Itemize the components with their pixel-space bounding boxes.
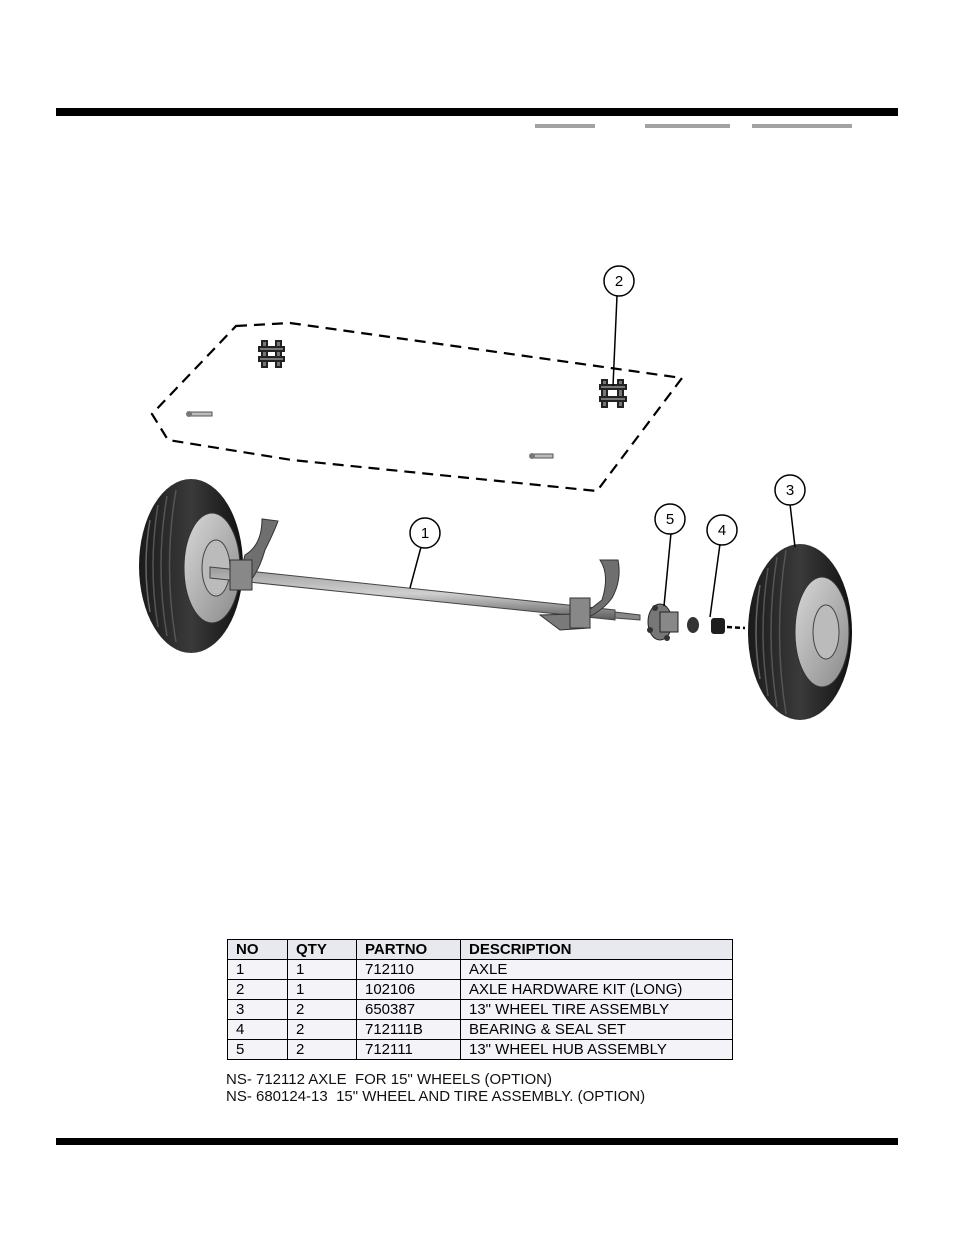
header-partno: PARTNO (356, 939, 461, 960)
callout-3 (774, 474, 806, 506)
callout-5 (654, 503, 686, 535)
cell-qty: 1 (287, 979, 357, 1000)
table-row: 5 2 712111 13" WHEEL HUB ASSEMBLY (227, 1039, 733, 1060)
callout-4 (706, 514, 738, 546)
cell-description: 13" WHEEL TIRE ASSEMBLY (460, 999, 733, 1020)
right-leaf-spring (569, 559, 620, 626)
left-tire (139, 479, 243, 653)
table-header-row: NO QTY PARTNO DESCRIPTION (227, 939, 733, 960)
frame-bolt (186, 411, 213, 417)
callout-5-label: 5 (666, 511, 674, 528)
header-no: NO (227, 939, 288, 960)
option-note-wheel: NS- 680124-13 15" WHEEL AND TIRE ASSEMBL… (226, 1088, 646, 1105)
cell-partno: 712111 (356, 1039, 461, 1060)
right-tire (748, 544, 852, 720)
cell-partno: 102106 (356, 979, 461, 1000)
hanger-bracket (599, 379, 627, 408)
faint-header-mark (645, 124, 730, 128)
top-rule (56, 108, 898, 116)
callout-4-label: 4 (718, 522, 726, 539)
option-note-axle: NS- 712112 AXLE FOR 15" WHEELS (OPTION) (226, 1071, 552, 1088)
header-description: DESCRIPTION (460, 939, 733, 960)
axle-tube (209, 566, 616, 621)
cell-qty: 2 (287, 1039, 357, 1060)
trailer-frame-outline (150, 321, 685, 493)
faint-header-mark (535, 124, 595, 128)
cell-partno: 712111B (356, 1019, 461, 1040)
table-row: 2 1 102106 AXLE HARDWARE KIT (LONG) (227, 979, 733, 1000)
wheel-hub (647, 603, 679, 641)
bearing-seal-set (687, 617, 746, 634)
cell-description: AXLE HARDWARE KIT (LONG) (460, 979, 733, 1000)
table-row: 4 2 712111B BEARING & SEAL SET (227, 1019, 733, 1040)
cell-description: AXLE (460, 959, 733, 980)
cell-no: 5 (227, 1039, 288, 1060)
cell-description: 13" WHEEL HUB ASSEMBLY (460, 1039, 733, 1060)
faint-header-mark (752, 124, 852, 128)
table-row: 1 1 712110 AXLE (227, 959, 733, 980)
callout-3-label: 3 (786, 482, 794, 499)
cell-partno: 712110 (356, 959, 461, 980)
cell-qty: 2 (287, 999, 357, 1020)
bottom-rule (56, 1138, 898, 1145)
hanger-bracket (258, 340, 285, 368)
cell-qty: 2 (287, 1019, 357, 1040)
callout-1 (409, 517, 441, 549)
cell-description: BEARING & SEAL SET (460, 1019, 733, 1040)
table-row: 3 2 650387 13" WHEEL TIRE ASSEMBLY (227, 999, 733, 1020)
cell-partno: 650387 (356, 999, 461, 1020)
parts-table: NO QTY PARTNO DESCRIPTION 1 1 712110 AXL… (227, 939, 733, 1060)
frame-bolt (529, 453, 554, 459)
callout-1-label: 1 (421, 525, 429, 542)
cell-no: 4 (227, 1019, 288, 1040)
cell-qty: 1 (287, 959, 357, 980)
cell-no: 2 (227, 979, 288, 1000)
callout-2 (603, 265, 635, 297)
header-qty: QTY (287, 939, 357, 960)
callout-2-label: 2 (615, 273, 623, 290)
cell-no: 1 (227, 959, 288, 980)
cell-no: 3 (227, 999, 288, 1020)
